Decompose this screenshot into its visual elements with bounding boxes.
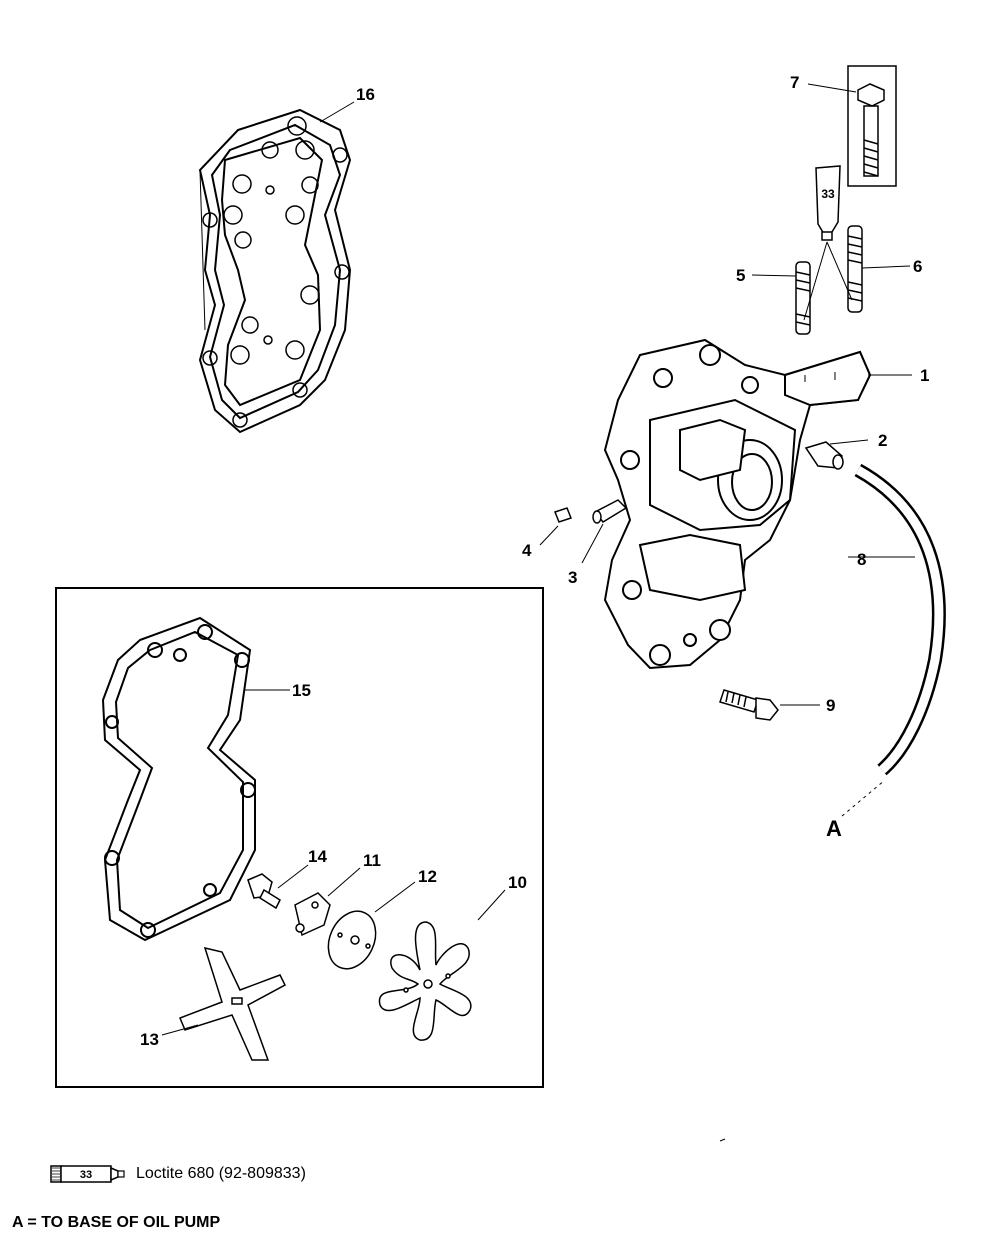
label-5: 5 bbox=[736, 266, 745, 285]
label-9: 9 bbox=[826, 696, 835, 715]
part-12-disc bbox=[327, 910, 377, 970]
label-11: 11 bbox=[363, 851, 381, 870]
sealant-tube-icon: 33 bbox=[50, 1165, 125, 1183]
part-1-pump-body bbox=[603, 338, 872, 670]
label-14: 14 bbox=[308, 847, 327, 866]
footnote: A = TO BASE OF OIL PUMP bbox=[12, 1214, 221, 1231]
label-3: 3 bbox=[568, 568, 577, 587]
sealant-tube-33: 33 bbox=[815, 165, 841, 241]
label-1: 1 bbox=[920, 366, 929, 385]
label-6: 6 bbox=[913, 257, 922, 276]
part-16-bolt-holes bbox=[202, 116, 350, 428]
legend-tube-number: 33 bbox=[80, 1169, 92, 1181]
legend: 33 Loctite 680 (92-809833) bbox=[50, 1163, 306, 1185]
label-16: 16 bbox=[356, 85, 375, 104]
part-9-bolt bbox=[719, 689, 779, 721]
inset-box bbox=[55, 587, 544, 1088]
part-4-pin bbox=[554, 507, 572, 523]
part-14-screw bbox=[247, 873, 281, 910]
sealant-application-lines bbox=[803, 241, 853, 321]
part-3-fitting bbox=[592, 499, 628, 524]
part-16-gasket-plate bbox=[198, 108, 352, 434]
part-8-hose bbox=[854, 463, 946, 776]
part-15-gasket bbox=[101, 616, 256, 942]
part-6-stud bbox=[847, 225, 863, 313]
label-7: 7 bbox=[790, 73, 799, 92]
scan-mark bbox=[719, 1138, 726, 1142]
label-15: 15 bbox=[292, 681, 311, 700]
part-7-bolt bbox=[847, 65, 897, 187]
label-12: 12 bbox=[418, 867, 437, 886]
part-5-stud bbox=[795, 261, 811, 335]
legend-text: Loctite 680 (92-809833) bbox=[136, 1165, 306, 1182]
part-labels: 16 7 5 6 1 2 4 3 8 9 15 14 11 12 10 13 A bbox=[140, 73, 929, 1049]
part-10-flower-plate bbox=[378, 921, 472, 1041]
label-4: 4 bbox=[522, 541, 532, 560]
label-13: 13 bbox=[140, 1030, 159, 1049]
label-8: 8 bbox=[857, 550, 866, 569]
leader-lines bbox=[161, 83, 915, 1036]
label-10: 10 bbox=[508, 873, 527, 892]
label-2: 2 bbox=[878, 431, 887, 450]
part-11-plate bbox=[294, 892, 331, 937]
svg-text:33: 33 bbox=[821, 187, 835, 201]
label-A: A bbox=[826, 816, 842, 841]
part-2-fitting bbox=[804, 441, 844, 470]
part-13-vane bbox=[179, 946, 286, 1061]
